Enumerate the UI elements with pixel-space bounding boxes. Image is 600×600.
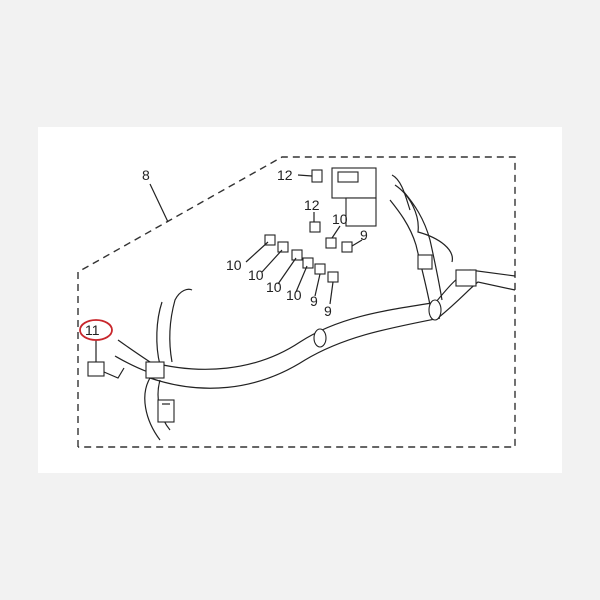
leader-line-8 [149,183,169,223]
relay-box-side [345,197,377,227]
left-junction-connector [145,361,165,379]
fuse-9 [341,241,353,253]
part-11-connector [87,361,105,377]
callout-10: 10 [332,211,348,227]
callout-11: 11 [85,322,100,338]
fuse-10 [302,257,314,269]
harness-clamp [428,299,442,321]
callout-8: 8 [142,167,150,183]
harness-main-tube [149,317,441,389]
harness-loop [394,184,453,263]
callout-9: 9 [360,227,368,243]
callout-9: 9 [324,303,332,319]
callout-10: 10 [226,257,242,273]
relay-box-top [337,171,359,183]
harness-right-branch [437,281,516,319]
fuse-10 [291,249,303,261]
callout-10: 10 [248,267,264,283]
harness-left-curl [117,339,151,363]
harness-upper-branch [389,199,431,306]
diagram-sheet [38,127,562,473]
harness-upper-branch-edge [403,191,443,301]
harness-clamp [313,328,327,348]
fuse-9 [327,271,339,283]
leader-line-10 [331,225,341,239]
assembly-boundary [77,156,516,448]
part-11-wire [103,367,125,379]
callout-10: 10 [286,287,302,303]
harness-loop-edge [391,174,411,211]
callout-12: 12 [304,197,320,213]
leader-line-10 [245,241,269,263]
lower-left-connector [157,399,175,423]
fuse-9 [314,263,326,275]
harness-left-lower [144,377,161,441]
leader-line-10 [277,257,297,285]
leader-line-10 [261,249,283,273]
harness-left-branch-a [169,288,193,363]
harness-main-tube-edge [149,301,439,370]
leader-line-9 [314,273,321,297]
leader-line-10 [295,265,308,293]
fuse-10 [264,234,276,246]
callout-10: 10 [266,279,282,295]
leader-line-9 [329,281,334,305]
leader-line-12-top [297,174,313,177]
callout-12: 12 [277,167,293,183]
fuse-12 [309,221,321,233]
upper-connector [417,254,433,270]
fuse-12-top [311,169,323,183]
harness-left-branch-b [156,301,163,366]
fuse-10 [277,241,289,253]
highlight-ring-11 [79,319,113,341]
fuse-10 [325,237,337,249]
right-connector [455,269,477,287]
harness-left-curl-edge [114,355,149,373]
callout-9: 9 [310,293,318,309]
leader-line-9 [351,239,363,247]
